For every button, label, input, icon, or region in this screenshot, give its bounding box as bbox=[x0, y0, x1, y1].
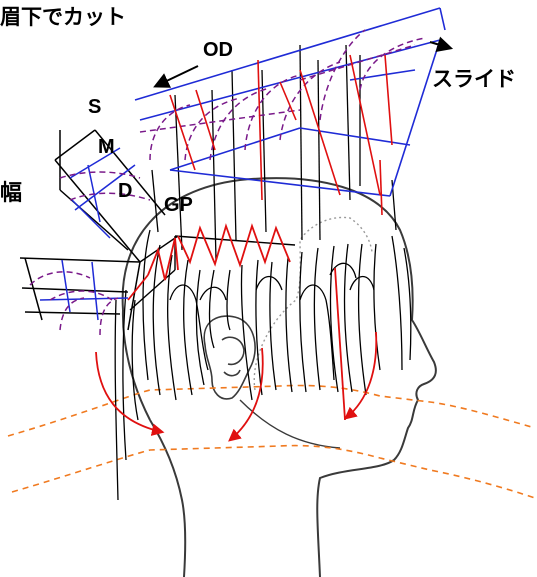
side-panel-guides bbox=[59, 171, 151, 201]
flow-arrow-back bbox=[95, 351, 165, 436]
od-panel-guides bbox=[139, 29, 426, 161]
direction-arrows bbox=[153, 36, 454, 88]
slide-label: スライド bbox=[432, 67, 516, 91]
od-label: OD bbox=[203, 39, 233, 61]
neck-back bbox=[149, 419, 187, 577]
lower-panel-grid bbox=[39, 259, 129, 321]
width-label: 幅 bbox=[0, 181, 22, 206]
arrow-right-icon bbox=[429, 36, 454, 52]
m-label: M bbox=[98, 136, 115, 158]
head-outline bbox=[121, 177, 437, 577]
lower-panel-frame bbox=[19, 257, 141, 331]
jaw-line bbox=[239, 399, 341, 449]
head-contour bbox=[121, 177, 437, 577]
od-panel-cuts bbox=[169, 54, 393, 216]
zigzag-cuts bbox=[127, 223, 291, 301]
flow-arrows bbox=[95, 267, 378, 442]
flow-arrow-ear bbox=[228, 347, 264, 442]
gp-label: GP bbox=[164, 194, 193, 216]
ear bbox=[203, 315, 256, 400]
hairline-dotted bbox=[253, 216, 373, 391]
guide-lines-orange bbox=[7, 384, 536, 499]
od-panel-grid bbox=[134, 7, 446, 197]
flow-arrow-front bbox=[344, 331, 378, 420]
title-label: 眉下でカット bbox=[0, 5, 126, 29]
diagonal-guides bbox=[129, 235, 296, 311]
arrow-left-icon bbox=[153, 65, 199, 88]
s-label: S bbox=[88, 96, 101, 118]
lower-panel-guides bbox=[29, 271, 119, 336]
head-back bbox=[121, 309, 151, 421]
d-label: D bbox=[118, 180, 132, 202]
